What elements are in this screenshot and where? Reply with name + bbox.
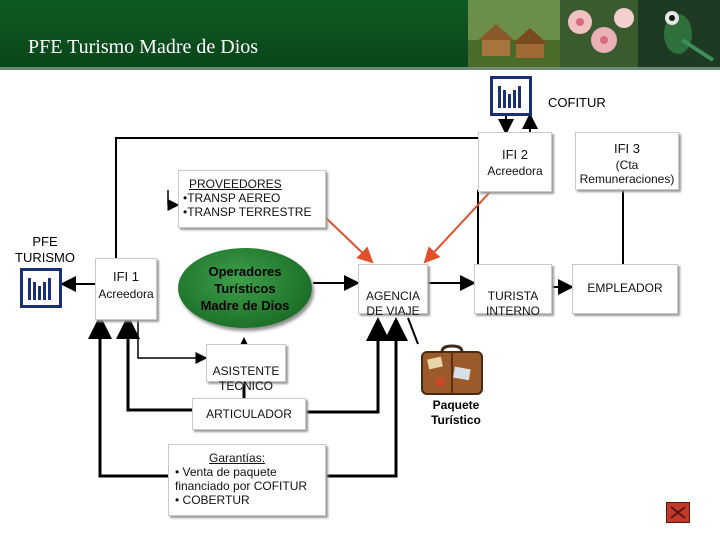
- connector-ifi1-top: [115, 137, 488, 258]
- header-divider: [0, 67, 720, 70]
- articulador-box[interactable]: ARTICULADOR: [192, 398, 306, 430]
- proveedores-box[interactable]: PROVEEDORES •TRANSP AEREO •TRANSP TERRES…: [178, 170, 326, 228]
- garantias-box[interactable]: Garantías: • Venta de paquete financiado…: [168, 444, 326, 516]
- ifi2-name: IFI 2: [501, 147, 528, 162]
- photo-strip-image: [468, 0, 720, 68]
- asistente-box[interactable]: ASISTENTE TECNICO: [206, 344, 286, 393]
- bank-logo-icon: [490, 76, 532, 116]
- ifi2-box[interactable]: IFI 2 Acreedora: [478, 132, 552, 192]
- proveedores-item-2: •TRANSP TERRESTRE: [183, 205, 312, 219]
- garantias-item-2: • COBERTUR: [175, 493, 250, 507]
- garantias-item-1: • Venta de paquete financiado por COFITU…: [175, 465, 308, 493]
- empleador-label: EMPLEADOR: [587, 281, 663, 295]
- proveedores-item-1: •TRANSP AEREO: [183, 191, 281, 205]
- paquete-label: Paquete Turístico: [431, 398, 481, 427]
- ifi3-box[interactable]: IFI 3 (Cta Remuneraciones): [575, 132, 679, 190]
- ifi3-role: (Cta Remuneraciones): [579, 158, 675, 186]
- arrow-ifi2-agencia: [423, 191, 491, 264]
- nav-button-icon[interactable]: [666, 502, 690, 523]
- connector-articulador-ifi1: [116, 315, 192, 412]
- connector-articulador-agencia: [306, 317, 390, 414]
- ifi1-role: Acreedora: [98, 287, 154, 301]
- agencia-label: AGENCIA DE VIAJE: [365, 289, 420, 318]
- garantias-title: Garantías:: [209, 451, 266, 465]
- articulador-label: ARTICULADOR: [206, 407, 292, 421]
- bank-logo-icon: [20, 268, 62, 308]
- arrow-proveedores-agencia: [325, 217, 374, 264]
- page-title: PFE Turismo Madre de Dios: [28, 36, 259, 58]
- proveedores-title: PROVEEDORES: [189, 177, 282, 191]
- agencia-box[interactable]: AGENCIA DE VIAJE: [358, 264, 428, 318]
- ifi1-box[interactable]: IFI 1 Acreedora: [95, 258, 157, 320]
- turista-label: TURISTA INTERNO: [486, 289, 540, 318]
- operadores-oval[interactable]: Operadores Turísticos Madre de Dios: [178, 248, 312, 328]
- connector-garantias-agencia: [326, 317, 408, 478]
- ifi1-name: IFI 1: [112, 269, 139, 284]
- turista-box[interactable]: TURISTA INTERNO: [474, 264, 552, 318]
- connector-garantias-loop: [88, 315, 168, 478]
- asistente-label: ASISTENTE TECNICO: [212, 364, 280, 393]
- ifi3-name: IFI 3: [613, 141, 640, 156]
- empleador-box[interactable]: EMPLEADOR: [572, 264, 678, 314]
- connector-paquete-agencia: [407, 317, 419, 345]
- header-photo-collage: [468, 0, 720, 68]
- ifi2-role: Acreedora: [487, 164, 543, 178]
- operadores-label: Operadores Turísticos Madre de Dios: [200, 263, 290, 313]
- suitcase-icon: [421, 344, 483, 395]
- cofitur-label: COFITUR: [548, 95, 606, 110]
- pfe-turismo-label: PFE TURISMO: [15, 234, 75, 265]
